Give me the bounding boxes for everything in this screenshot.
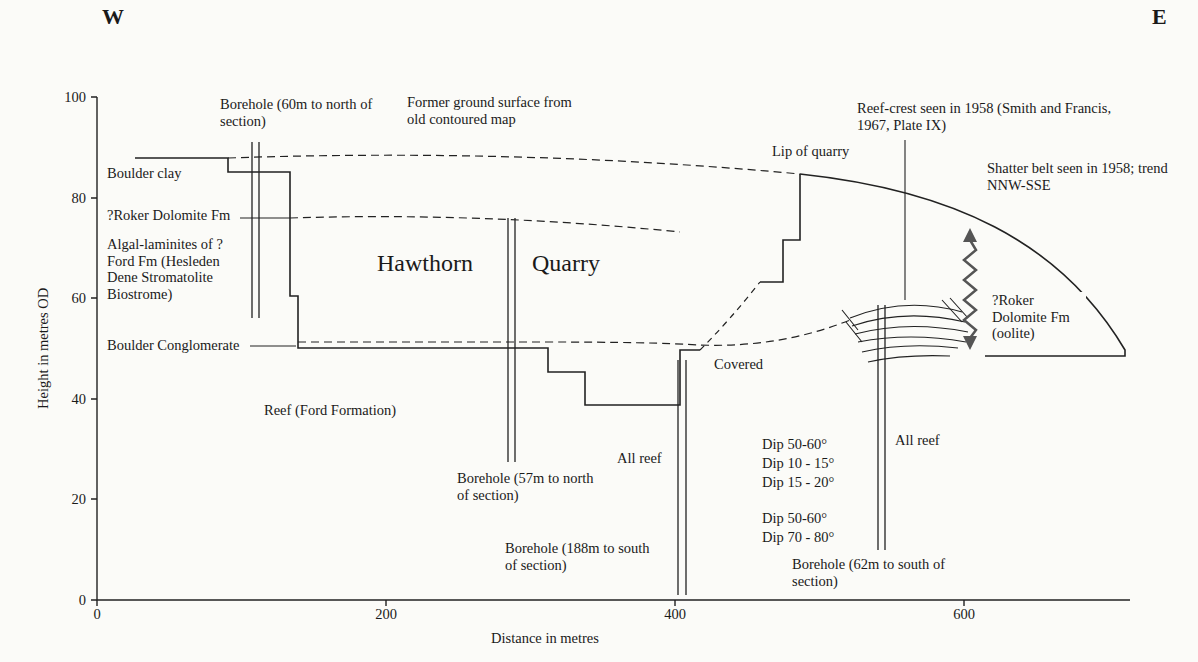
former-surface <box>228 155 800 174</box>
axis-ticks <box>91 97 97 600</box>
dip-label: Dip 10 - 15° <box>760 455 836 472</box>
bedding-line <box>868 356 950 362</box>
borehole <box>252 142 259 318</box>
bedding-line <box>842 298 968 342</box>
arrowhead <box>963 228 977 350</box>
reef-bedding <box>842 140 968 362</box>
unit-label: ?Roker Dolomite Fm <box>105 207 232 224</box>
borehole-label: Borehole (62m to south of section) <box>790 556 964 589</box>
bedding-line <box>862 346 958 352</box>
axis-tick-label: 400 <box>662 606 688 623</box>
borehole-label: Borehole (57m to north of section) <box>455 470 609 503</box>
unit-label: Boulder clay <box>105 165 184 182</box>
dip-label: Dip 50-60° <box>760 510 829 527</box>
axis-tick-label: 0 <box>77 592 88 609</box>
bedding-line <box>858 337 966 342</box>
axis-tick-label: 0 <box>91 606 102 623</box>
axis-tick-label: 40 <box>70 391 89 408</box>
axis-tick-label: 80 <box>70 190 89 207</box>
unit-label: Reef (Ford Formation) <box>262 402 398 419</box>
borehole-note: All reef <box>893 432 942 449</box>
axis-tick-label: 600 <box>951 606 977 623</box>
borehole-note: All reef <box>615 450 664 467</box>
borehole <box>508 218 515 462</box>
axis-title: Distance in metres <box>489 630 601 647</box>
boreholes <box>252 142 885 595</box>
leader-line <box>250 345 296 346</box>
surface-label: Former ground surface from old contoured… <box>405 94 584 127</box>
note-label: Covered <box>712 356 765 373</box>
formation-boundary <box>240 217 290 218</box>
shatter-belt-label: Shatter belt seen in 1958; trend NNW-SSE <box>985 160 1189 193</box>
dip-label: Dip 15 - 20° <box>760 474 836 491</box>
dip-label: Dip 70 - 80° <box>760 529 836 546</box>
axis-title: Height in metres OD <box>36 285 53 410</box>
axis-line <box>97 97 1130 600</box>
quarry-label: Lip of quarry <box>770 143 851 160</box>
dip-label: Dip 50-60° <box>760 436 829 453</box>
axis-ticks <box>97 600 964 606</box>
unit-label: ?Roker Dolomite Fm (oolite) <box>990 292 1086 342</box>
shatter-zigzag <box>964 240 976 338</box>
quarry-name: Hawthorn <box>375 250 475 278</box>
formation-boundary <box>290 217 680 232</box>
covered-edge <box>700 282 760 350</box>
shatter-belt <box>963 228 977 350</box>
quarry-name: Quarry <box>530 250 602 278</box>
ground-surface <box>800 174 1125 356</box>
compass-label: E <box>1150 4 1169 29</box>
unit-label: Boulder Conglomerate <box>105 337 241 354</box>
boundaries <box>228 155 850 350</box>
axis-tick-label: 20 <box>70 491 89 508</box>
quarry-profile <box>135 158 1125 405</box>
compass-label: W <box>100 4 126 29</box>
borehole-label: Borehole (60m to north of section) <box>218 96 397 129</box>
axis-tick-label: 100 <box>62 89 88 106</box>
axes <box>91 97 1130 606</box>
borehole <box>878 305 885 550</box>
bedding-line <box>852 316 965 326</box>
reef-crest-line <box>904 140 905 300</box>
axis-tick-label: 200 <box>373 606 399 623</box>
reef-crest-label: Reef-crest seen in 1958 (Smith and Franc… <box>855 100 1114 133</box>
unit-label: Algal-laminites of ?Ford Fm (Hesleden De… <box>105 236 249 303</box>
borehole-label: Borehole (188m to south of section) <box>503 540 657 573</box>
borehole <box>678 360 686 595</box>
bedding-line <box>855 326 968 334</box>
reef-top <box>298 320 850 345</box>
quarry-face <box>760 174 800 282</box>
axis-tick-label: 60 <box>70 290 89 307</box>
